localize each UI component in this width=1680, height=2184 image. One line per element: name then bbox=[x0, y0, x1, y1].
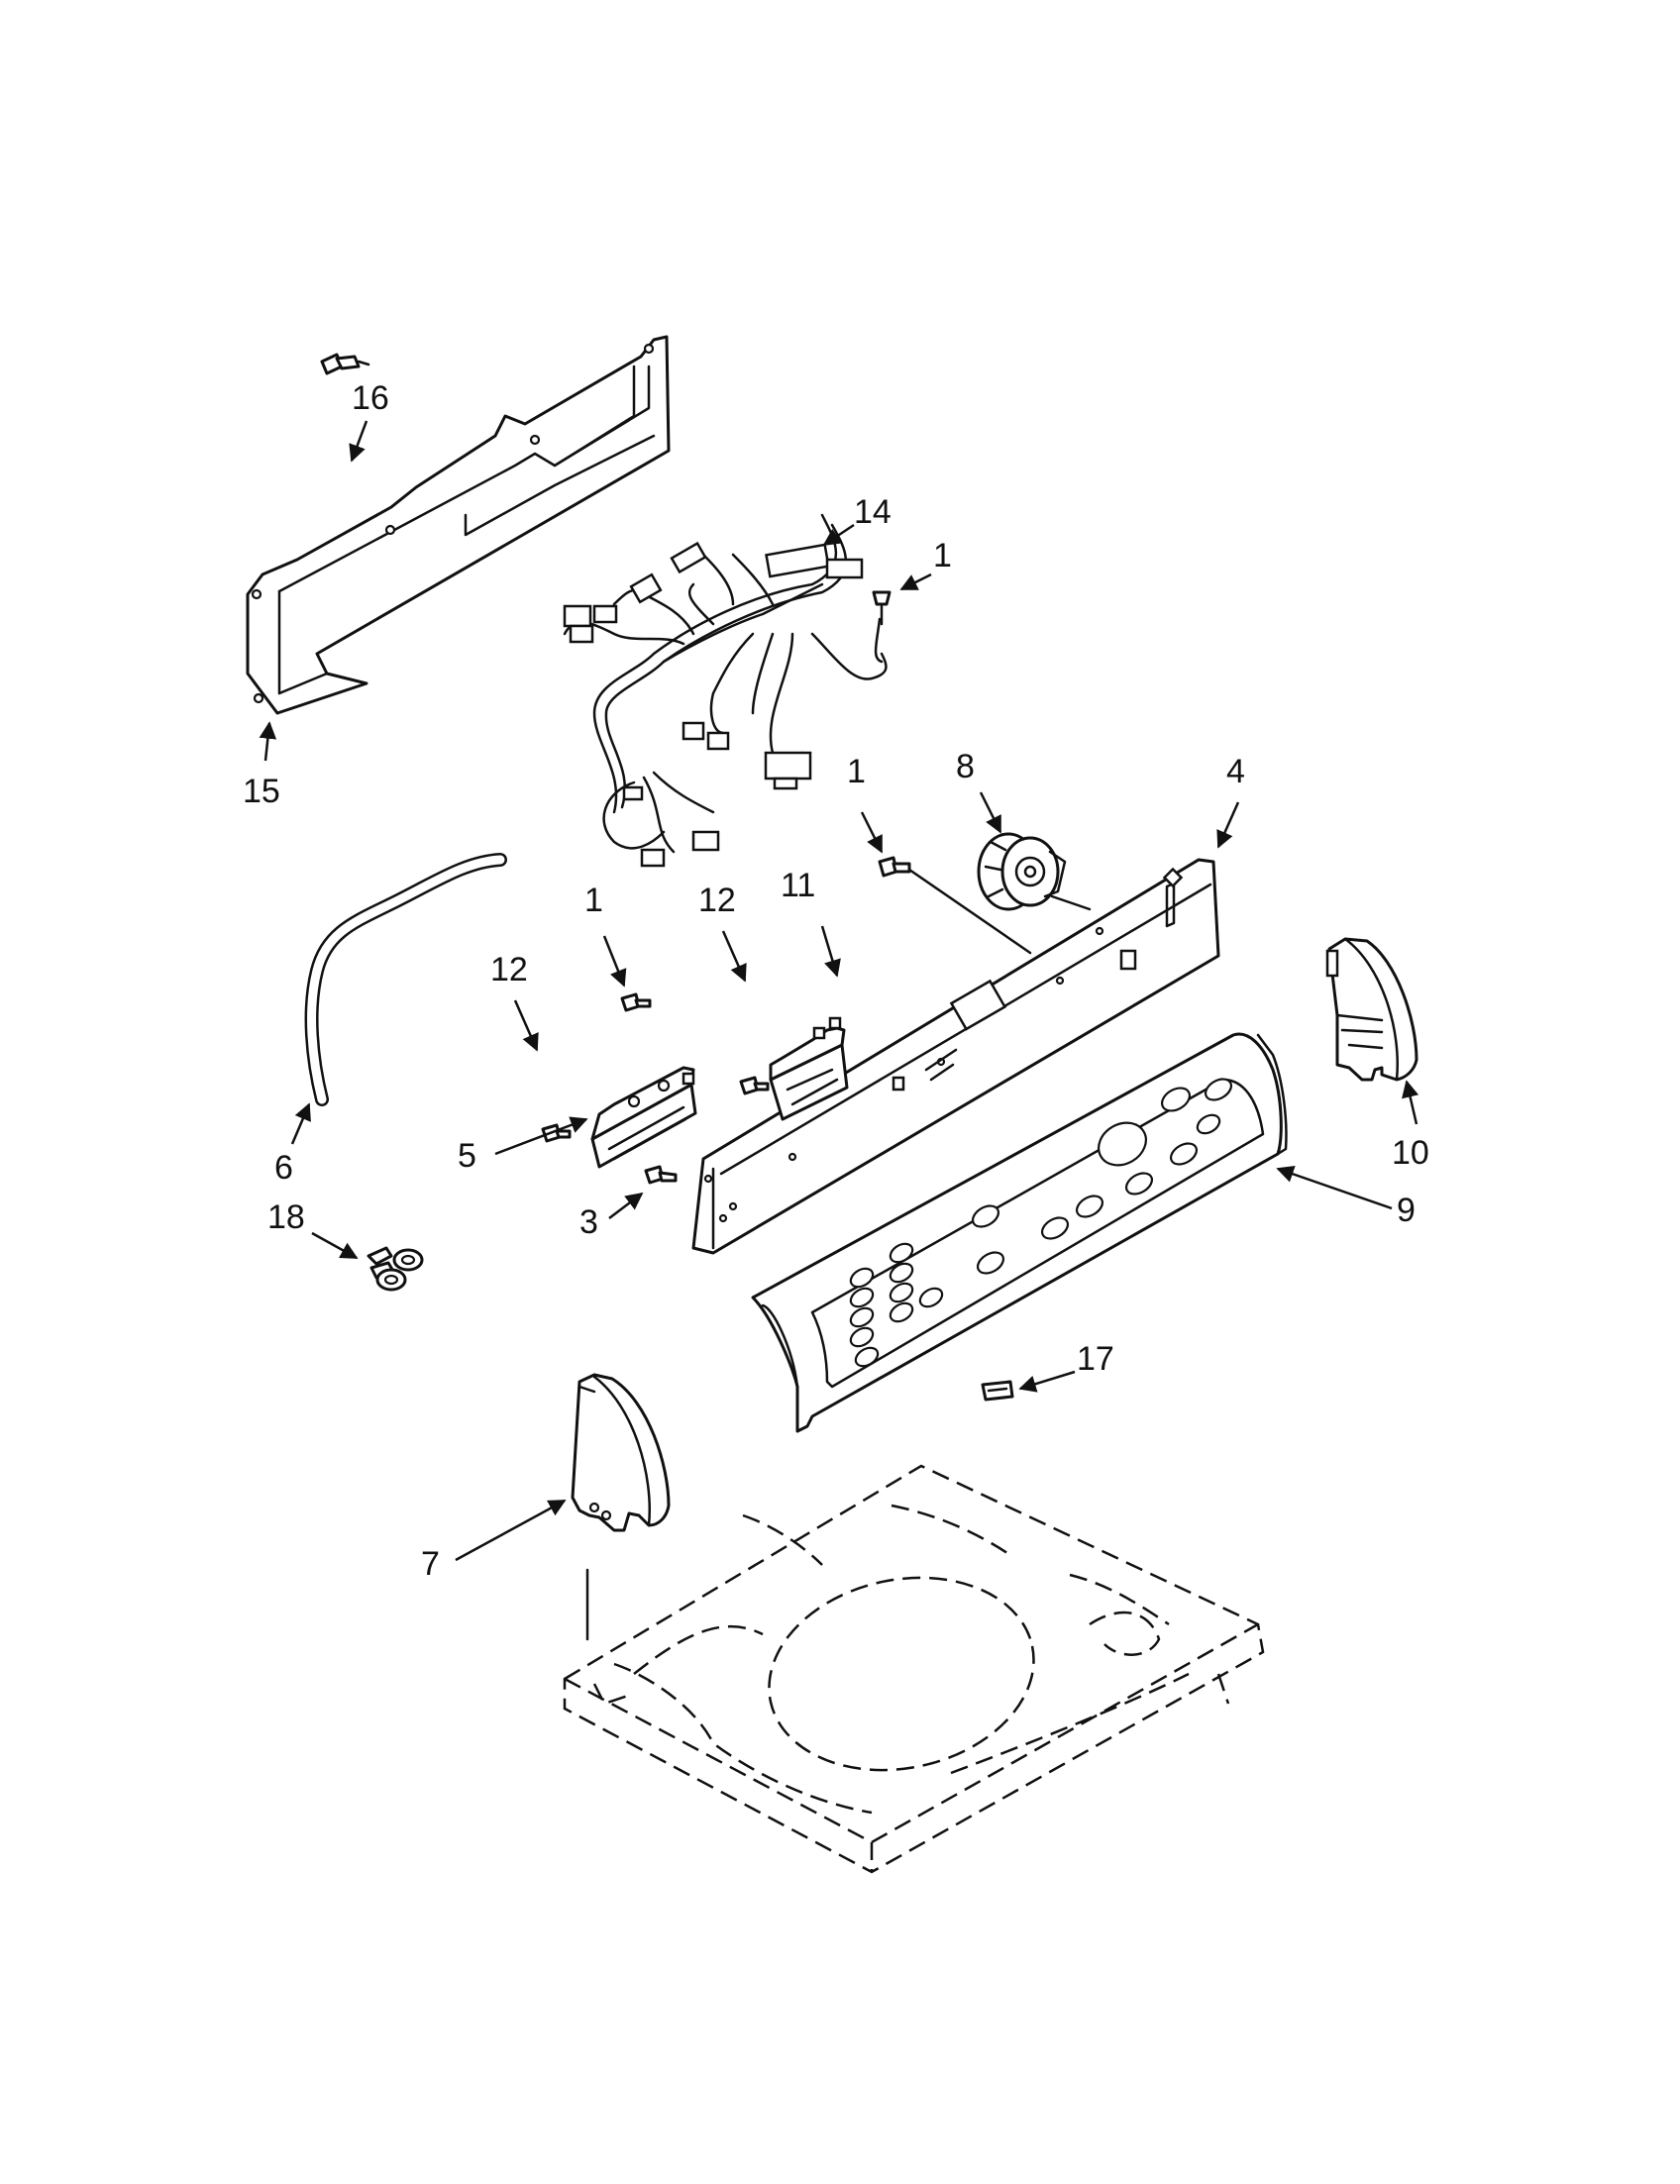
callout-5: 5 bbox=[458, 1137, 476, 1175]
washer-top-reference-dashed bbox=[563, 1464, 1265, 1874]
screw-part-12-right bbox=[739, 1076, 770, 1095]
leader-1b bbox=[860, 811, 884, 854]
callout-18: 18 bbox=[267, 1198, 305, 1236]
leader-15 bbox=[259, 721, 277, 762]
screw-part-16 bbox=[320, 353, 370, 375]
leader-1a bbox=[899, 572, 932, 591]
leader-7 bbox=[455, 1499, 567, 1562]
screw-part-3 bbox=[644, 1165, 678, 1185]
leader-3 bbox=[608, 1192, 644, 1219]
callout-17: 17 bbox=[1077, 1340, 1114, 1378]
callout-1-harness: 1 bbox=[933, 537, 952, 574]
callout-3: 3 bbox=[579, 1203, 598, 1241]
callout-9: 9 bbox=[1397, 1192, 1416, 1229]
leader-lines bbox=[259, 420, 1419, 1562]
callout-7: 7 bbox=[421, 1545, 440, 1583]
callout-15: 15 bbox=[243, 773, 280, 810]
hose-part-6 bbox=[304, 853, 507, 1106]
leader-8 bbox=[979, 791, 1002, 834]
end-cap-left-part-7 bbox=[571, 1373, 671, 1532]
leader-1c bbox=[602, 935, 627, 988]
leader-12a bbox=[721, 930, 747, 983]
clip-part-18 bbox=[367, 1246, 424, 1292]
leader-16 bbox=[349, 420, 368, 463]
callout-12-left: 12 bbox=[490, 951, 528, 988]
callout-1-panel: 1 bbox=[847, 753, 866, 790]
leader-18 bbox=[311, 1231, 359, 1260]
leader-11 bbox=[820, 925, 841, 978]
callout-4: 4 bbox=[1226, 753, 1245, 790]
leader-9 bbox=[1276, 1165, 1393, 1210]
callout-10: 10 bbox=[1392, 1134, 1429, 1172]
leader-10 bbox=[1402, 1080, 1419, 1125]
pcb-board-part-11 bbox=[769, 1016, 849, 1121]
callout-12-right: 12 bbox=[698, 882, 736, 919]
motor-part-8 bbox=[977, 832, 1067, 911]
callout-6: 6 bbox=[274, 1149, 293, 1187]
leader-6 bbox=[290, 1102, 311, 1145]
badge-part-17 bbox=[981, 1380, 1014, 1402]
end-cap-right-part-10 bbox=[1325, 937, 1418, 1082]
leader-12b bbox=[513, 999, 539, 1052]
leader-17 bbox=[1018, 1370, 1076, 1393]
rear-bracket-part-15 bbox=[246, 335, 671, 715]
wire-harness-part-14 bbox=[563, 513, 888, 868]
callout-11: 11 bbox=[781, 867, 815, 904]
leader-4 bbox=[1216, 801, 1240, 849]
pcb-board-part-5 bbox=[590, 1066, 697, 1169]
callout-14: 14 bbox=[854, 493, 892, 531]
callout-1-board: 1 bbox=[584, 882, 603, 919]
screw-part-1-board bbox=[620, 992, 652, 1012]
screw-part-1-panel bbox=[878, 856, 911, 878]
callout-8: 8 bbox=[956, 748, 975, 785]
screw-part-1-ground bbox=[872, 590, 892, 664]
leader-14 bbox=[822, 523, 855, 547]
leader-5 bbox=[494, 1116, 588, 1156]
console-panel-part-9 bbox=[751, 1032, 1288, 1433]
callout-16: 16 bbox=[352, 379, 389, 417]
callout-labels: 16 14 1 15 8 1 4 11 12 1 12 10 6 5 3 9 1… bbox=[243, 379, 1429, 1583]
